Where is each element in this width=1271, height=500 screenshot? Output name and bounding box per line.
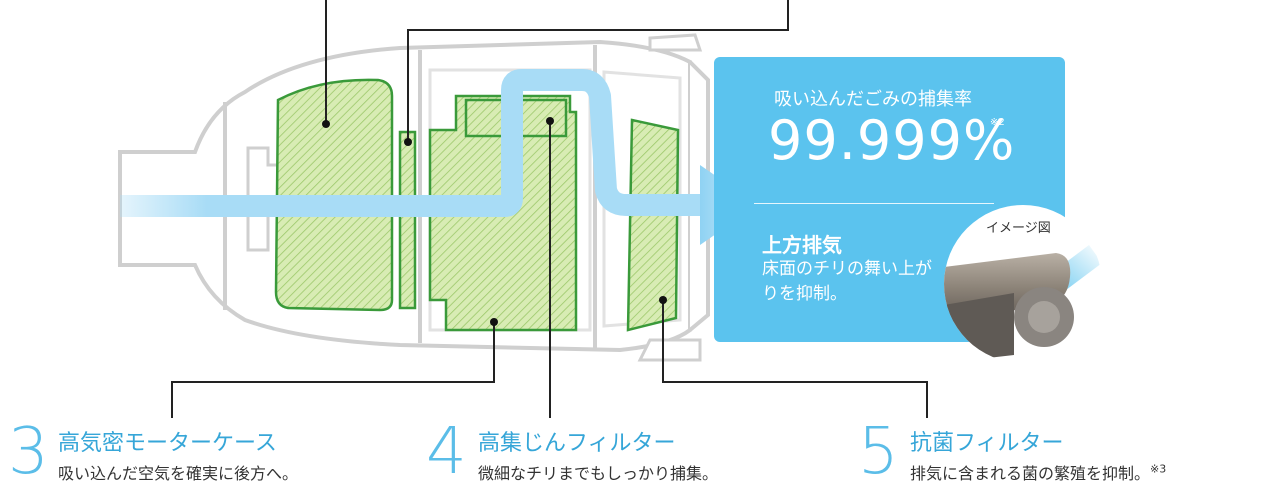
callout-desc: 微細なチリまでもしっかり捕集。	[478, 464, 719, 483]
callout-desc: 排気に含まれる菌の繁殖を抑制。※3	[910, 460, 1166, 484]
callout-desc-text: 排気に含まれる菌の繁殖を抑制。	[910, 464, 1151, 483]
rate-value: 99.999%	[768, 109, 1016, 172]
callout-title: 高気密モーターケース	[58, 431, 277, 456]
vacuum-side-illustration	[944, 245, 1102, 363]
rate-divider	[754, 203, 994, 204]
exhaust-inset-image: イメージ図	[944, 205, 1102, 363]
callout-number: 5	[858, 415, 899, 489]
exhaust-title: 上方排気	[762, 233, 842, 257]
exhaust-desc: 床面のチリの舞い上がりを抑制。	[762, 259, 932, 304]
motor-case-filter	[274, 78, 394, 312]
rate-note: ※2	[990, 117, 1005, 128]
callout-note: ※3	[1150, 462, 1167, 476]
callout-number: 4	[426, 415, 467, 489]
pre-filter	[398, 130, 417, 310]
callout-number: 3	[8, 415, 49, 489]
leader-lines	[171, 0, 928, 418]
antibacterial-filter	[626, 118, 680, 332]
leader-dots	[322, 117, 667, 326]
inset-label: イメージ図	[986, 221, 1051, 236]
callout-title: 高集じんフィルター	[478, 431, 676, 456]
rate-label: 吸い込んだごみの捕集率	[774, 89, 972, 110]
airflow-path	[120, 69, 700, 217]
callout-title: 抗菌フィルター	[910, 431, 1064, 456]
callout-desc: 吸い込んだ空気を確実に後方へ。	[58, 464, 299, 483]
